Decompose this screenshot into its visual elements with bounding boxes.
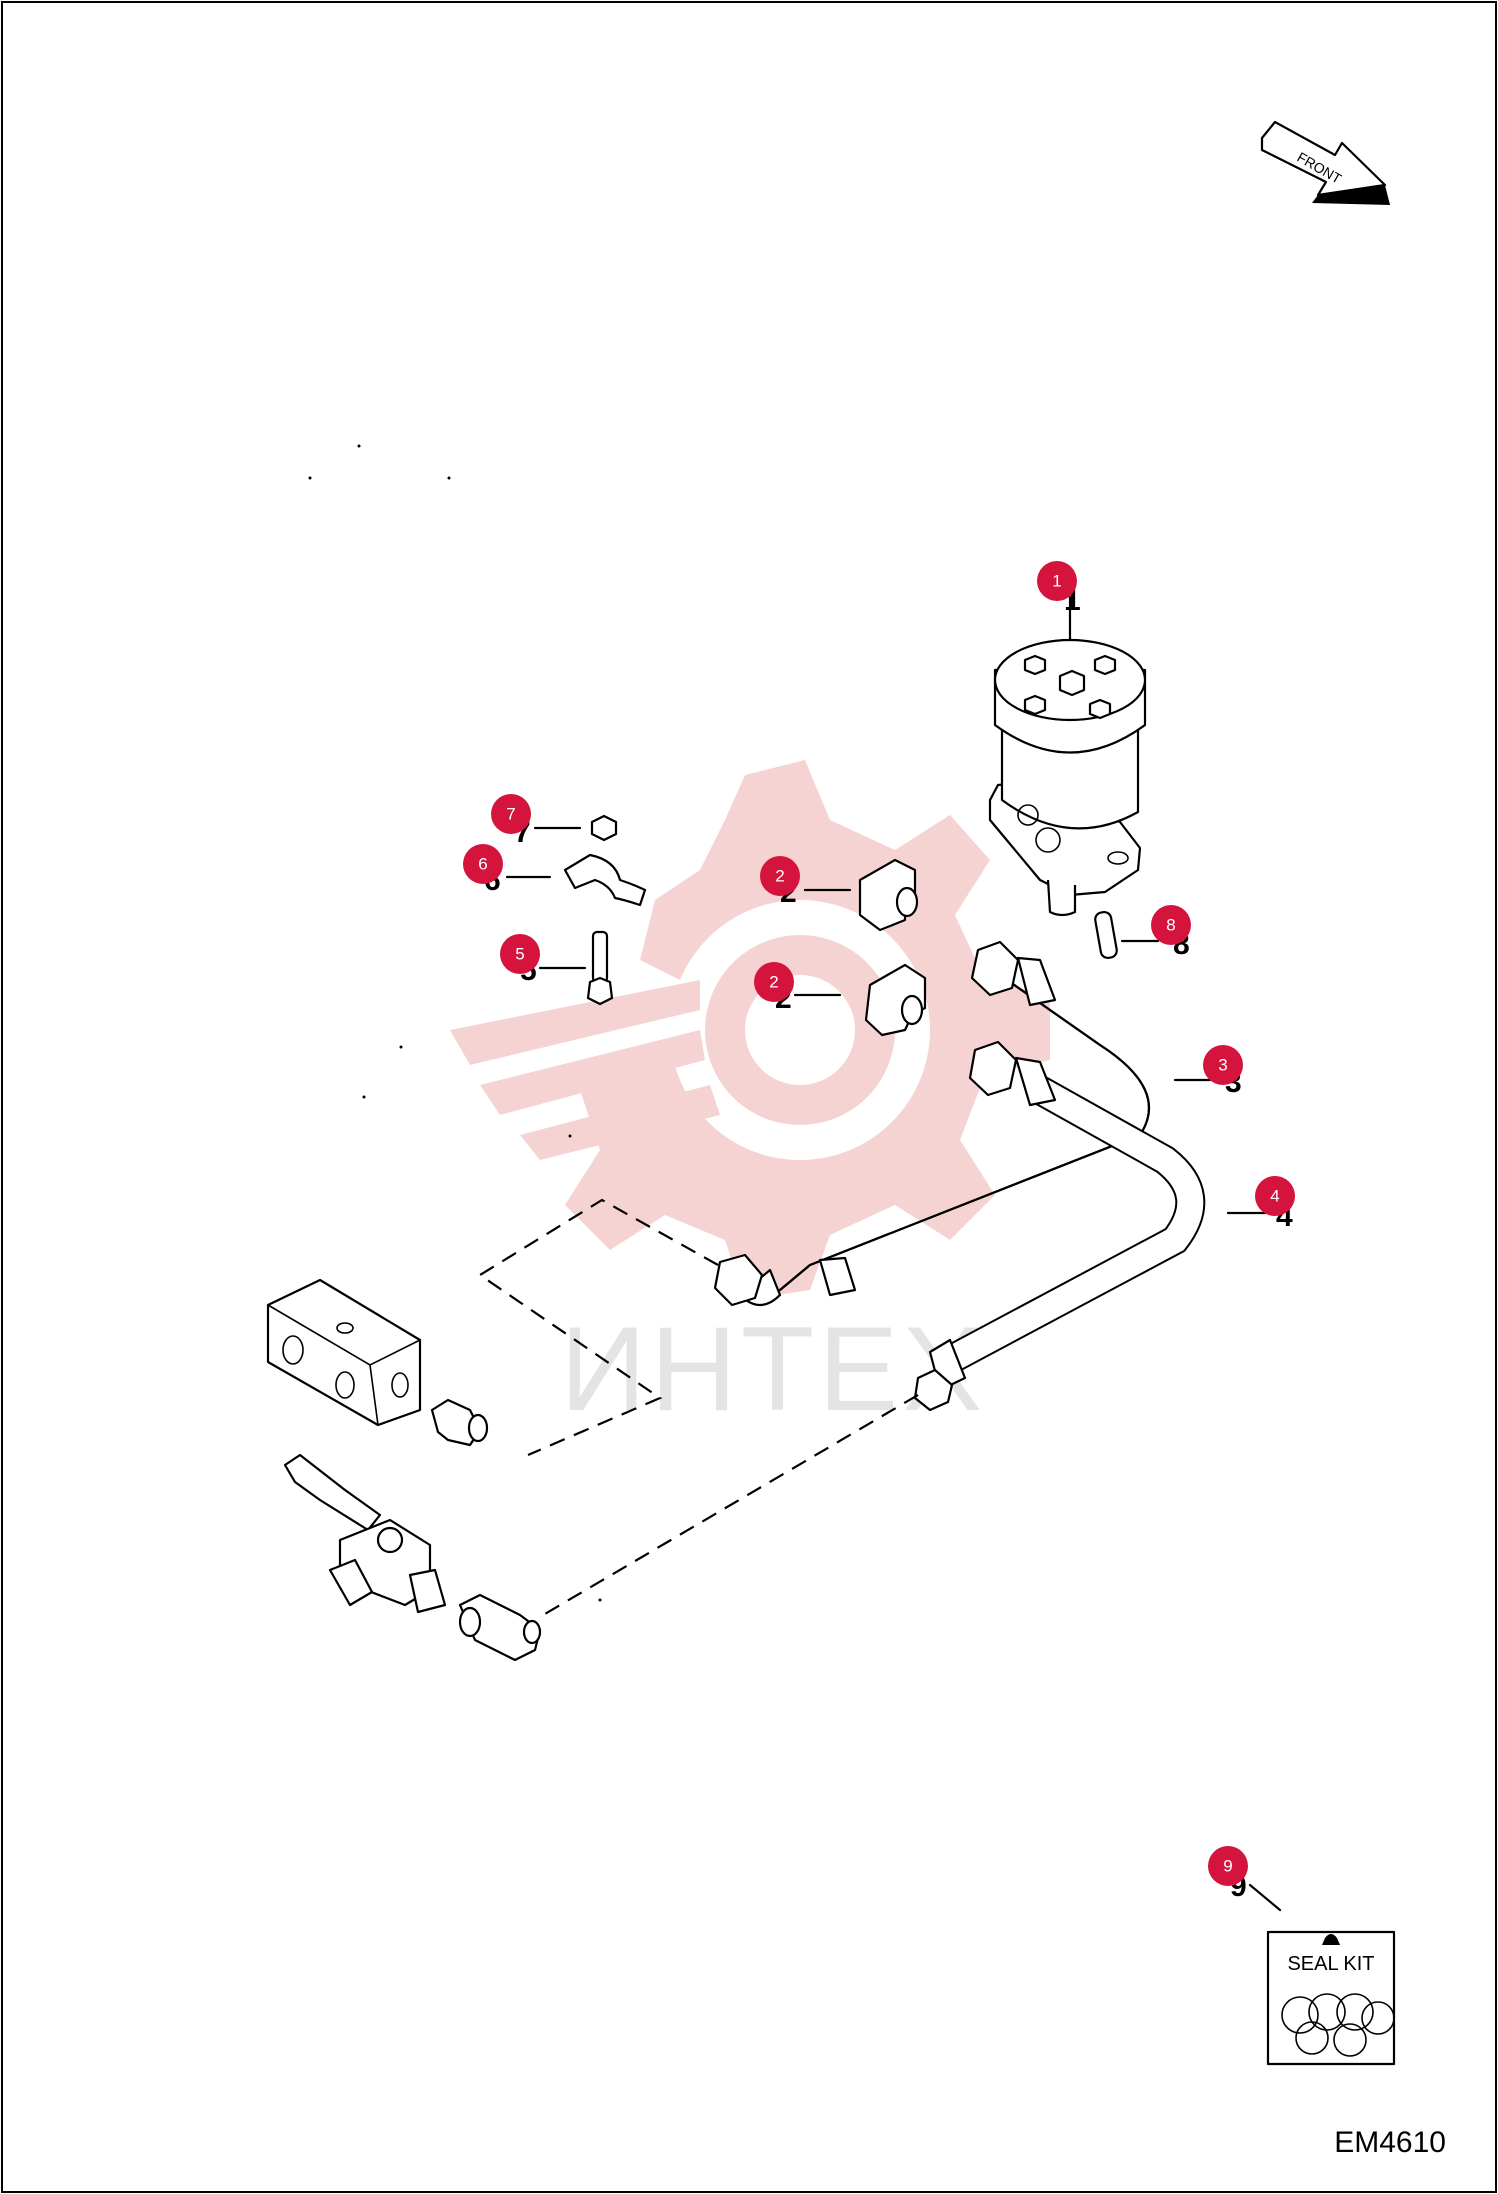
dashed-route-a	[477, 1198, 719, 1457]
watermark-text: ИНТЕХ	[560, 1302, 986, 1436]
svg-text:6: 6	[478, 855, 487, 874]
hose-upper	[713, 940, 1212, 1307]
straight-fitting	[430, 1398, 489, 1447]
elbow-fitting-lower	[793, 963, 927, 1037]
svg-text:9: 9	[1223, 1857, 1232, 1876]
svg-text:5: 5	[515, 945, 524, 964]
dashed-route-b	[537, 1394, 919, 1619]
callout-9[interactable]: 9	[1208, 1846, 1248, 1886]
callout-3[interactable]: 3	[1203, 1045, 1243, 1085]
ball-valve	[283, 1453, 447, 1614]
watermark-gear-icon	[450, 760, 1050, 1300]
callout-2a[interactable]: 2	[760, 856, 800, 896]
svg-text:3: 3	[1218, 1056, 1227, 1075]
hose-lower	[913, 1040, 1267, 1412]
stray-dots	[308, 444, 602, 1602]
svg-text:1: 1	[1052, 572, 1061, 591]
shaft-key	[1094, 910, 1160, 960]
o-rings-icon	[1281, 1993, 1395, 2057]
svg-text:2: 2	[769, 973, 778, 992]
callout-4[interactable]: 4	[1255, 1176, 1295, 1216]
svg-text:2: 2	[775, 867, 784, 886]
bolt	[538, 930, 614, 1006]
hydraulic-motor	[988, 595, 1147, 917]
front-arrow-icon: FRONT	[1260, 120, 1390, 205]
clamp	[505, 853, 647, 907]
svg-text:7: 7	[506, 805, 515, 824]
svg-text:8: 8	[1166, 916, 1175, 935]
diagram-code: EM4610	[1334, 2126, 1446, 2159]
svg-text:4: 4	[1270, 1187, 1279, 1206]
callout-8[interactable]: 8	[1151, 905, 1191, 945]
callout-1[interactable]: 1	[1037, 561, 1077, 601]
valve-block	[266, 1278, 422, 1427]
callout-5[interactable]: 5	[500, 934, 540, 974]
callout-markers: 1 2 2 3 4 5 6 7 8 9	[463, 561, 1295, 1886]
nut	[533, 814, 618, 842]
elbow-fitting-valve	[458, 1593, 542, 1662]
elbow-fitting-upper	[803, 858, 919, 932]
callout-6[interactable]: 6	[463, 844, 503, 884]
callout-2b[interactable]: 2	[754, 962, 794, 1002]
callout-7[interactable]: 7	[491, 794, 531, 834]
seal-kit: SEAL KIT	[1248, 1883, 1396, 2066]
seal-kit-label: SEAL KIT	[1287, 1953, 1374, 1975]
